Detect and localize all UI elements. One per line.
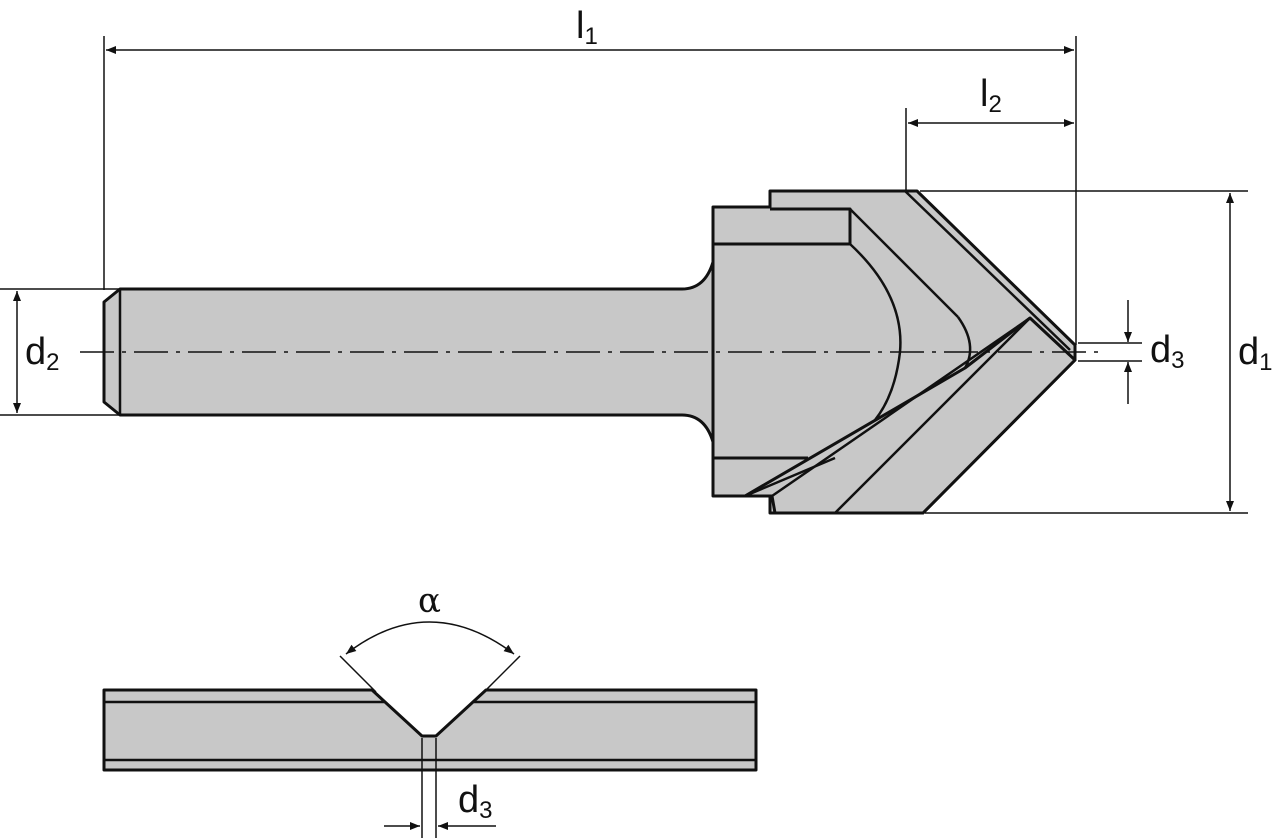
dimension-lines: [0, 36, 1248, 514]
label-d3-top: d3: [1150, 329, 1185, 374]
label-alpha: α: [418, 581, 441, 621]
label-l2: l2: [980, 73, 1002, 118]
label-l1: l1: [576, 5, 598, 50]
label-d3-bottom: d3: [458, 779, 493, 824]
label-d2: d2: [25, 331, 60, 376]
flute-curve: [849, 243, 902, 421]
workpiece-section: [102, 688, 758, 772]
angle-dimension: [339, 621, 521, 838]
label-d1: d1: [1238, 331, 1273, 376]
upper-step: [713, 207, 852, 246]
